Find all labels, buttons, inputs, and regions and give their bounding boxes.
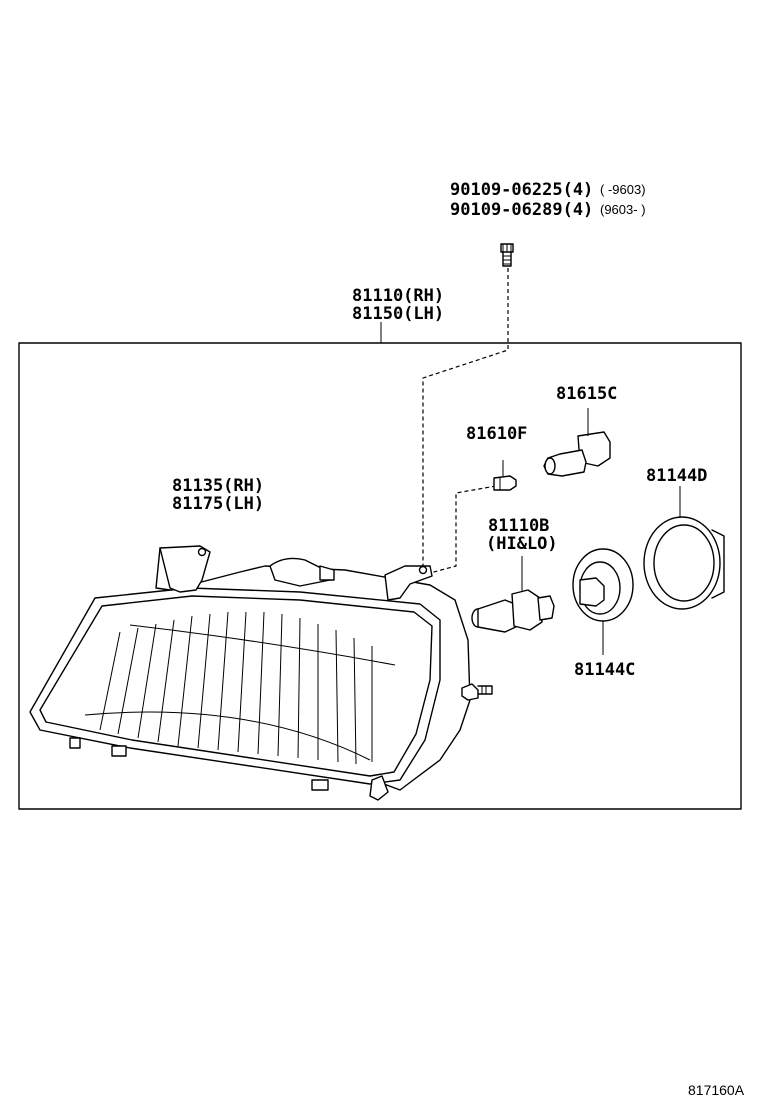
- bulb-cover-inner-icon: [572, 548, 634, 655]
- halogen-bulb-note: (HI&LO): [486, 534, 558, 554]
- bracket-lh-part-number: 81175(LH): [172, 494, 265, 514]
- dust-cover-part-number: 81144D: [646, 466, 708, 486]
- halogen-bulb-part-number: 81110B: [488, 516, 550, 536]
- diagram-code: 817160A: [688, 1082, 745, 1098]
- assembly-frame: [18, 342, 742, 810]
- bracket-part: [155, 545, 211, 593]
- headlamp-assembly: [29, 557, 493, 801]
- wedge-bulb-icon: [493, 460, 517, 491]
- inner-cover-part-number: 81144C: [574, 660, 636, 680]
- headlamp-lh-part-number: 81150(LH): [352, 304, 445, 324]
- headlamp-rh-part-number: 81110(RH): [352, 286, 445, 306]
- socket-part-number: 81615C: [556, 384, 618, 404]
- bolt-part-number-b: 90109-06289(4): [450, 200, 594, 220]
- bolt-range-a: ( -9603): [600, 182, 646, 197]
- bracket-rh-part-number: 81135(RH): [172, 476, 265, 496]
- socket-icon: [543, 408, 611, 477]
- wedge-bulb-part-number: 81610F: [466, 424, 528, 444]
- bolt-icon: [500, 243, 514, 267]
- bolt-range-b: (9603- ): [600, 202, 646, 217]
- bracket-right: [384, 565, 433, 601]
- dust-cover-icon: [643, 486, 725, 610]
- bolt-part-number-a: 90109-06225(4): [450, 180, 594, 200]
- halogen-bulb-icon: [471, 556, 555, 633]
